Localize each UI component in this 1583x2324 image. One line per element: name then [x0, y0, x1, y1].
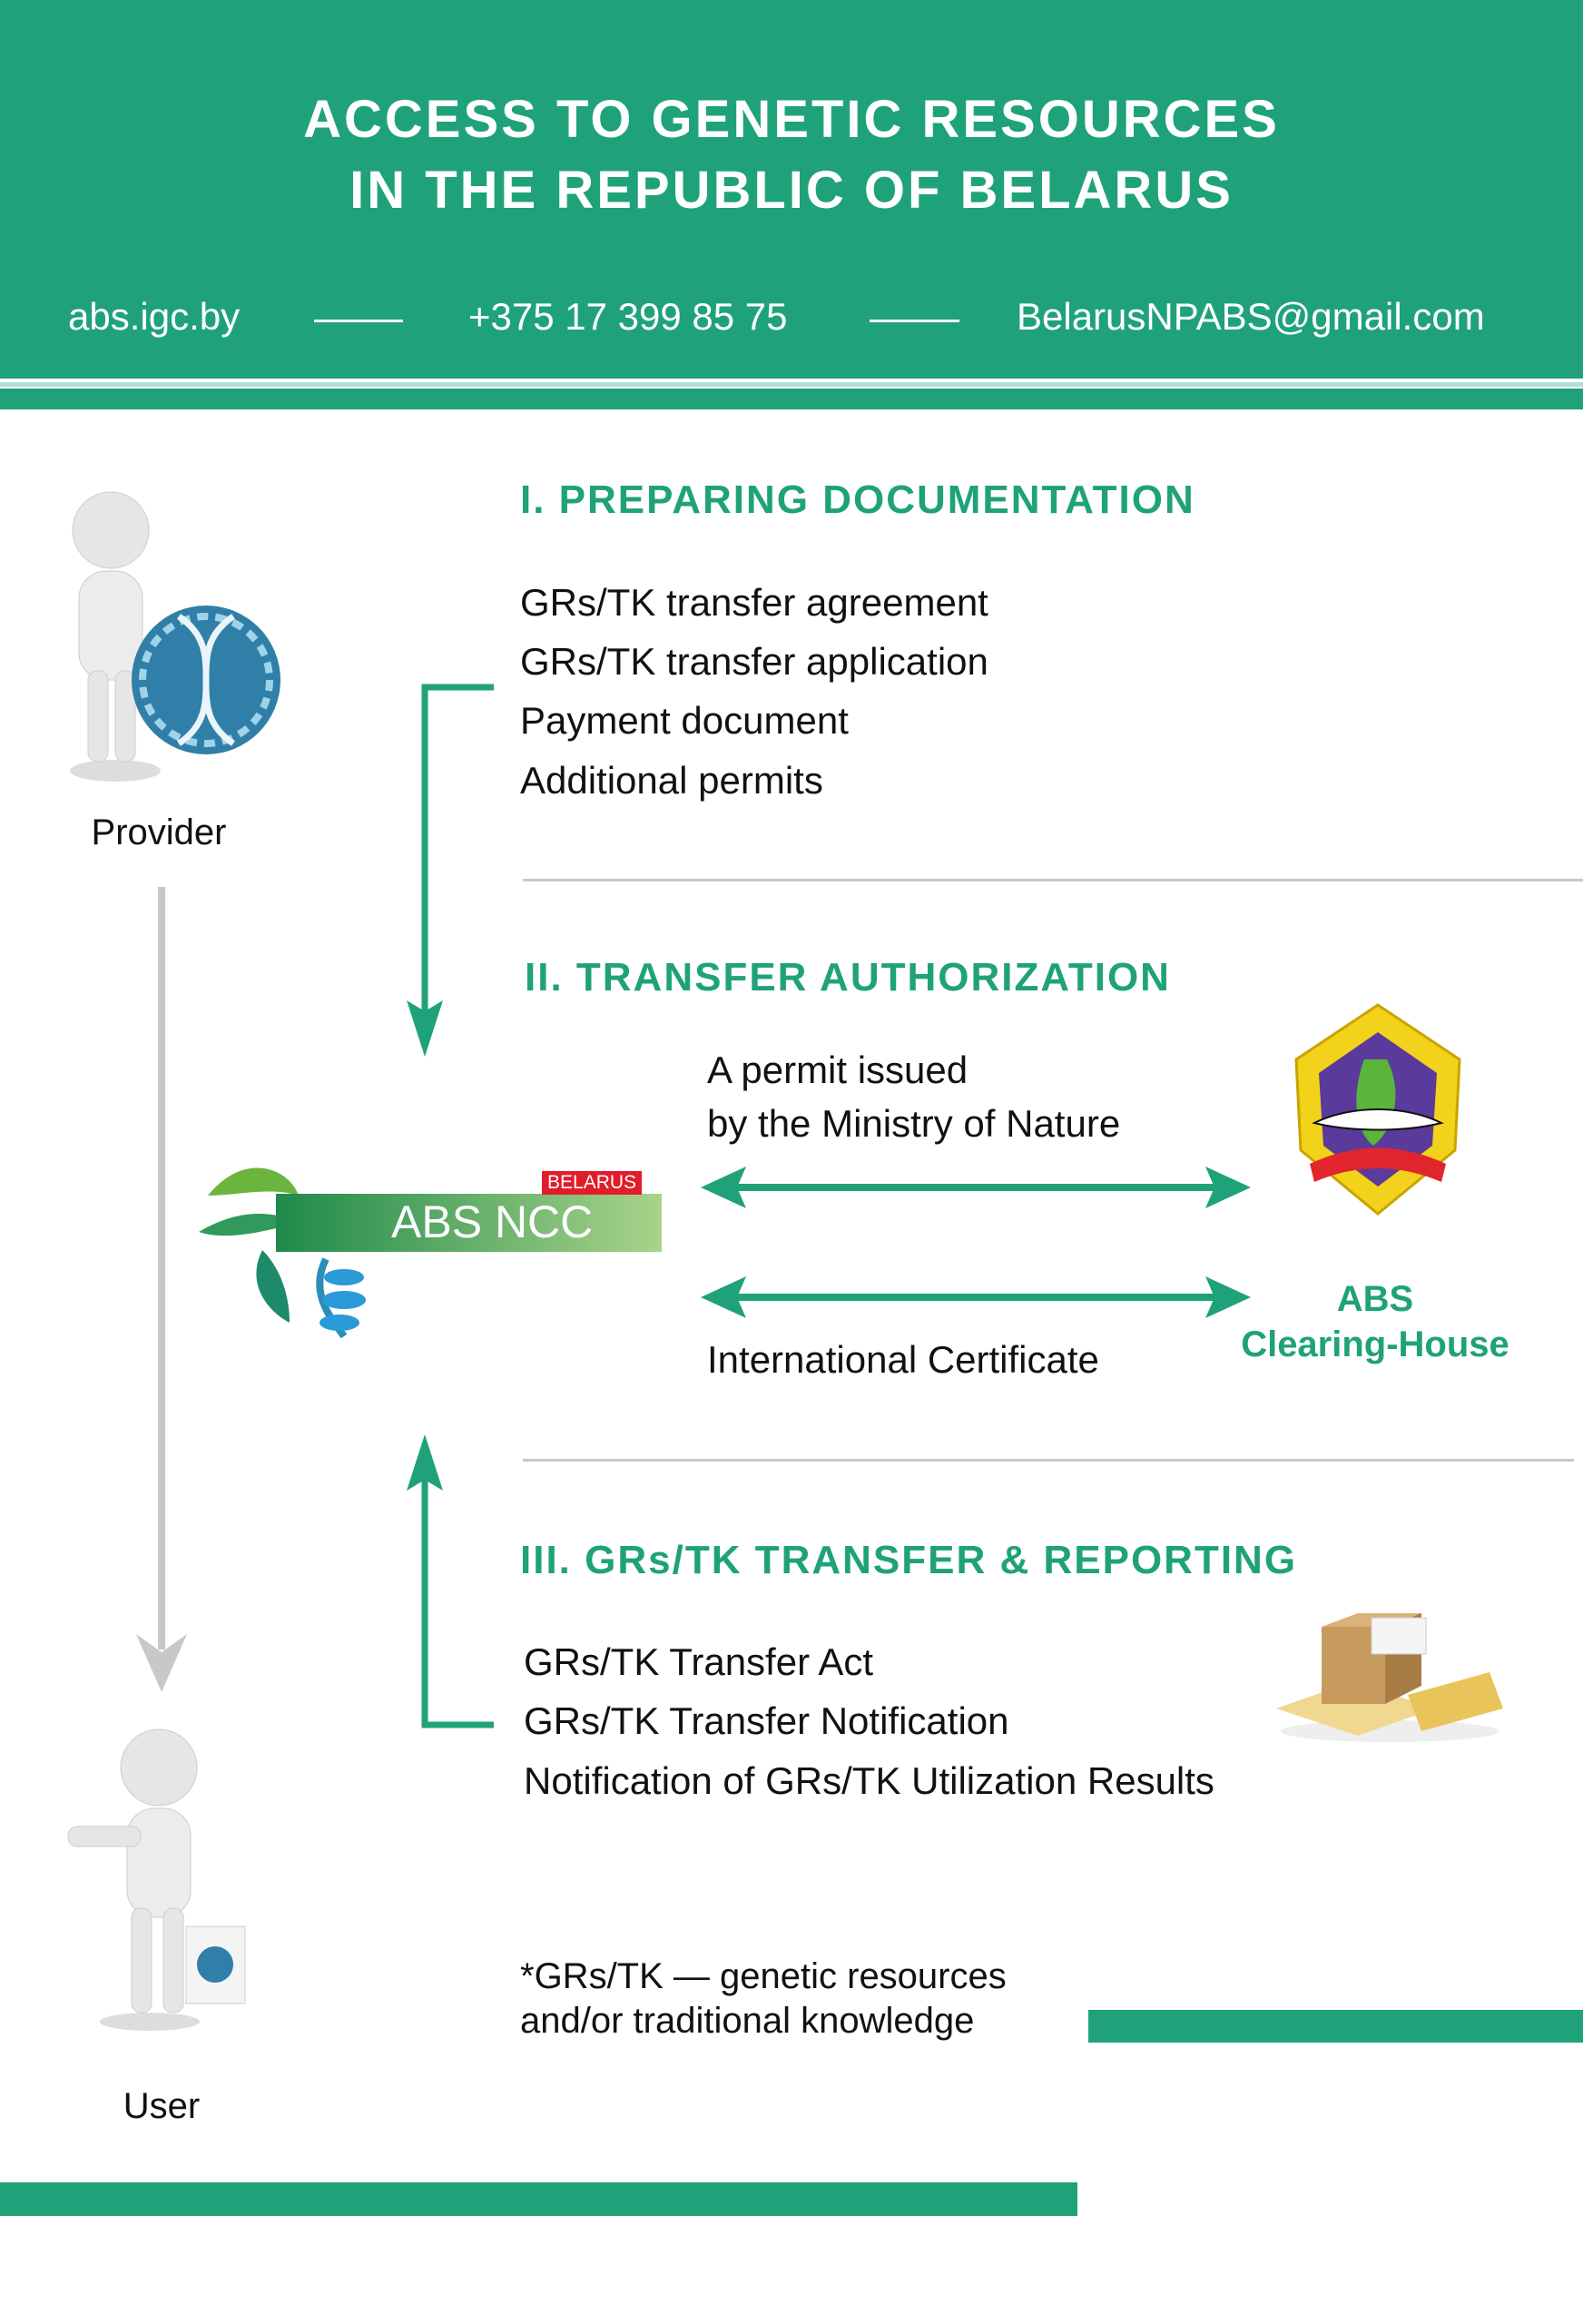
arrow-down-icon — [136, 1634, 187, 1692]
list-item: GRs/TK Transfer Notification — [524, 1699, 1009, 1742]
section-2-heading: II. TRANSFER AUTHORIZATION — [525, 955, 1171, 1000]
double-arrow-icon — [701, 1167, 1251, 1318]
header-banner — [0, 0, 1583, 379]
website-link[interactable]: abs.igc.by — [68, 295, 241, 338]
list-item: GRs/TK transfer application — [520, 640, 988, 683]
list-item: GRs/TK Transfer Act — [524, 1640, 874, 1683]
flow-line — [158, 887, 165, 1649]
certificate-text: International Certificate — [707, 1338, 1099, 1381]
ministry-emblem-icon — [1294, 1003, 1461, 1216]
provider-figure-icon — [70, 491, 280, 782]
page-title-line1: ACCESS TO GENETIC RESOURCES — [303, 90, 1280, 149]
phone-number[interactable]: +375 17 399 85 75 — [468, 295, 788, 338]
divider — [523, 1459, 1574, 1462]
clearing-house-label: ABS Clearing-House — [1234, 1276, 1516, 1367]
accent-bar — [0, 2182, 1077, 2216]
footnote: and/or traditional knowledge — [520, 2001, 975, 2041]
logo-bar — [276, 1194, 662, 1252]
separator — [314, 320, 403, 322]
list-item: Additional permits — [520, 759, 823, 802]
divider — [523, 879, 1583, 881]
arrow-up-icon — [407, 1434, 494, 1728]
list-item: Notification of GRs/TK Utilization Resul… — [524, 1759, 1214, 1802]
arrow-down-icon — [407, 684, 494, 1057]
package-icon — [1276, 1613, 1503, 1742]
user-figure-icon — [67, 1728, 246, 2031]
permit-text: by the Ministry of Nature — [707, 1102, 1121, 1145]
footnote: *GRs/TK — genetic resources — [520, 1956, 1007, 1996]
provider-label: Provider — [91, 812, 227, 852]
email-link[interactable]: BelarusNPABS@gmail.com — [1017, 295, 1485, 338]
section-3-heading: III. GRs/TK TRANSFER & REPORTING — [520, 1538, 1298, 1582]
clearing-house-line: Clearing-House — [1241, 1324, 1509, 1364]
header-band — [0, 389, 1583, 409]
leaf-fish-icon — [199, 1167, 366, 1339]
accent-bar — [1088, 2010, 1583, 2043]
permit-text: A permit issued — [707, 1049, 968, 1091]
header-line — [0, 382, 1583, 387]
list-item: Payment document — [520, 699, 849, 742]
logo-text: ABS NCC — [391, 1196, 594, 1247]
clearing-house-line: ABS — [1336, 1279, 1414, 1319]
logo-badge: BELARUS — [542, 1171, 643, 1195]
abs-ncc-logo: ABS NCC BELARUS — [190, 1141, 662, 1343]
separator — [870, 320, 959, 322]
page-title-line2: IN THE REPUBLIC OF BELARUS — [349, 161, 1234, 220]
user-label: User — [123, 2086, 201, 2126]
list-item: GRs/TK transfer agreement — [520, 581, 988, 624]
section-1-heading: I. PREPARING DOCUMENTATION — [520, 478, 1195, 522]
